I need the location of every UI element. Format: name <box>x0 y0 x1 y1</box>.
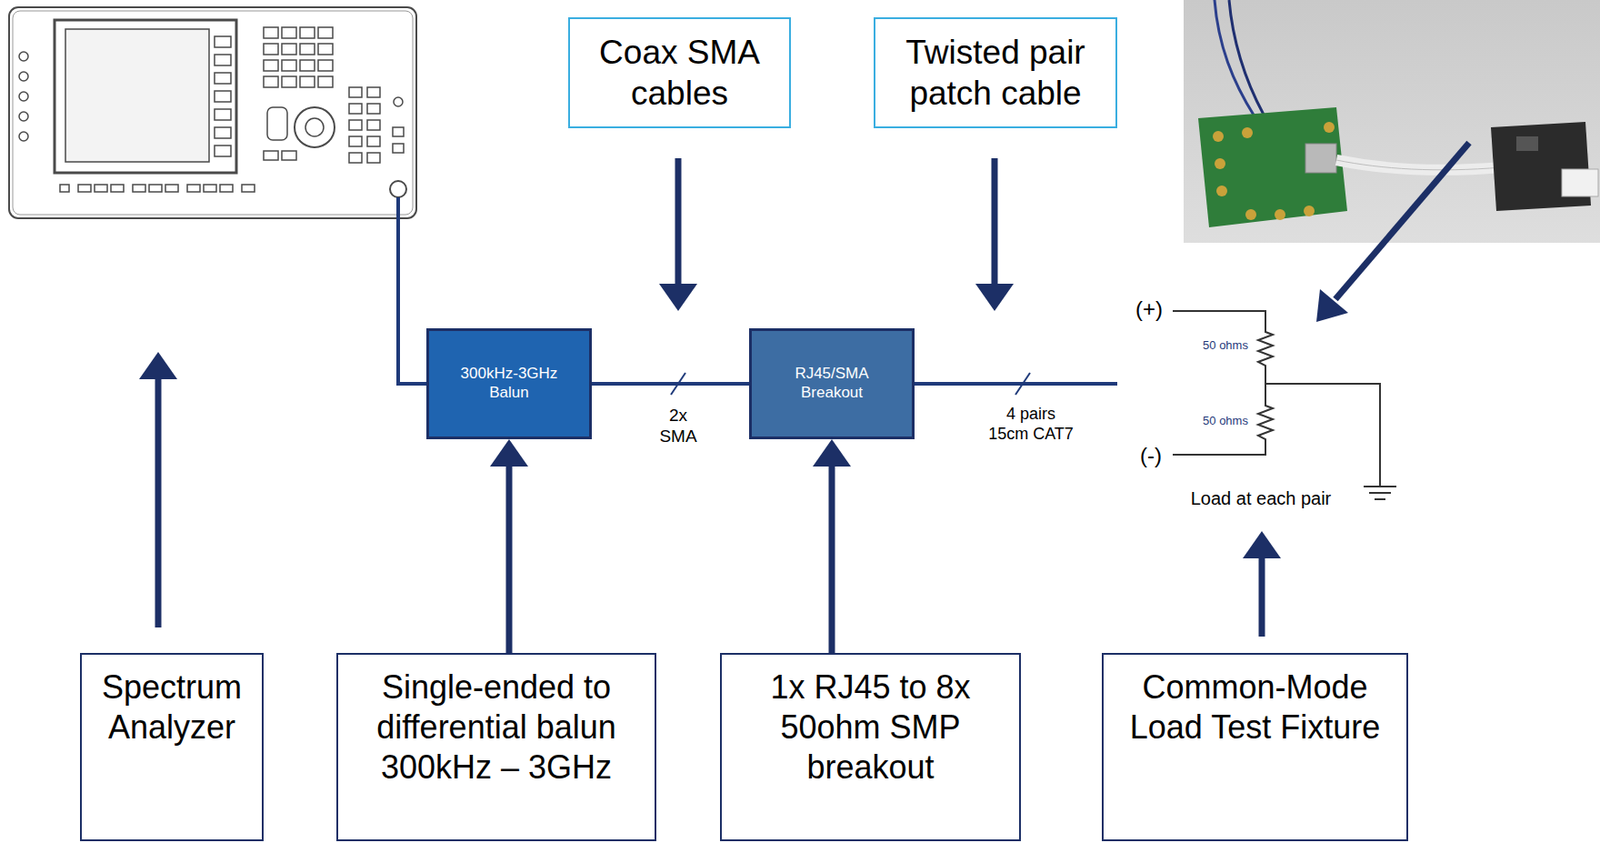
node-text: Single-ended to differential balun 300kH… <box>350 667 642 788</box>
callout-box: Coax SMA cables <box>568 17 791 129</box>
callout-arrows <box>139 142 1470 637</box>
connector-line <box>506 464 513 653</box>
callout-arrow <box>675 158 682 287</box>
cat7-line <box>914 381 1118 386</box>
callout-arrow <box>991 158 999 287</box>
load-schematic <box>1172 310 1397 500</box>
spectrum-analyzer-drawing <box>9 7 417 219</box>
bus-label: 4 pairs 15cm CAT7 <box>985 404 1077 445</box>
breakout-block: RJ45/SMA Breakout <box>749 328 915 440</box>
callout-box: Common-Mode Load Test Fixture <box>1101 652 1409 841</box>
callout-arrow <box>155 376 162 628</box>
note-text: Load at each pair <box>1174 487 1348 510</box>
callout-box: 1x RJ45 to 8x 50ohm SMP breakout <box>720 652 1021 841</box>
bus-label: 2x SMA <box>655 404 701 447</box>
connector <box>591 383 750 385</box>
connector <box>490 439 529 653</box>
arrow-head <box>1242 530 1281 559</box>
node-text: 1x RJ45 to 8x 50ohm SMP breakout <box>734 667 1007 788</box>
callout-box: Single-ended to differential balun 300kH… <box>336 652 657 841</box>
rf-cable <box>398 197 427 384</box>
arrow-head <box>139 351 178 380</box>
pin-name: (+) <box>1130 295 1168 322</box>
connector-line <box>591 381 750 386</box>
bus-slash <box>1015 372 1030 395</box>
arrow-head <box>975 283 1014 311</box>
arrow-head <box>490 439 529 467</box>
callout-arrow <box>1335 142 1470 300</box>
component-value: 50 ohms <box>1196 413 1255 429</box>
callout-box: Twisted pair patch cable <box>873 17 1118 129</box>
balun-block: 300kHz-3GHz Balun <box>426 328 592 440</box>
node-text: Common-Mode Load Test Fixture <box>1116 667 1394 748</box>
node-text: Spectrum Analyzer <box>94 667 250 748</box>
component-value: 50 ohms <box>1196 338 1255 353</box>
arrow-head <box>1316 289 1349 322</box>
connector <box>812 439 851 653</box>
fixture-photo <box>1183 0 1600 243</box>
node-text: RJ45/SMA Breakout <box>772 364 891 402</box>
pin-name: (-) <box>1134 441 1168 469</box>
node-text: Twisted pair patch cable <box>884 31 1107 114</box>
connector-line <box>829 464 836 653</box>
arrow-head <box>659 283 698 311</box>
arrow-head <box>812 439 851 467</box>
callout-arrow <box>1259 555 1266 637</box>
node-text: Coax SMA cables <box>579 31 780 114</box>
callout-box: Spectrum Analyzer <box>80 652 264 841</box>
node-text: 300kHz-3GHz Balun <box>450 364 569 402</box>
